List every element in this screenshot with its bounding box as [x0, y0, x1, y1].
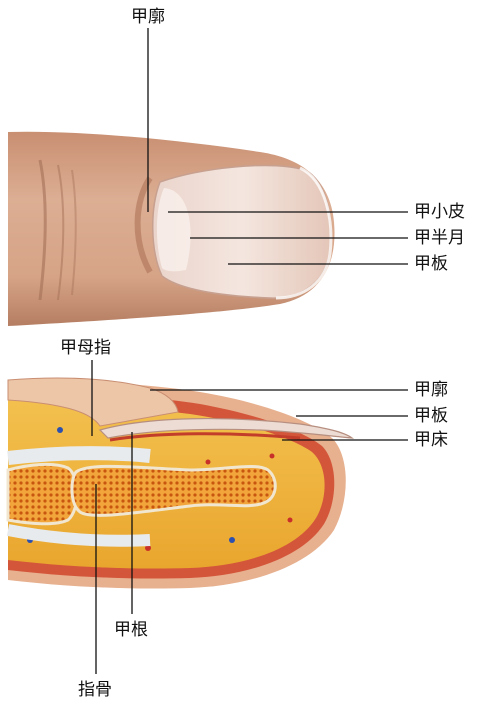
finger-top-view — [8, 132, 335, 326]
vessel — [229, 537, 235, 543]
vessel — [206, 460, 211, 465]
vessel — [270, 454, 275, 459]
middle-phalanx — [8, 464, 77, 523]
label-nail-plate-top: 甲板 — [414, 254, 448, 274]
label-nail-bed: 甲床 — [414, 430, 448, 450]
label-nail-wall-top: 甲廓 — [131, 7, 165, 27]
finger-section-view — [8, 378, 352, 588]
label-eponychium: 甲母指 — [60, 338, 111, 358]
label-cuticle: 甲小皮 — [414, 202, 465, 222]
tendon — [8, 453, 150, 458]
label-phalanx-bone: 指骨 — [78, 680, 112, 700]
label-nail-wall-section: 甲廓 — [414, 380, 448, 400]
label-nail-plate-section: 甲板 — [414, 406, 448, 426]
vessel — [57, 427, 63, 433]
label-nail-root: 甲根 — [114, 620, 148, 640]
label-lunula: 甲半月 — [414, 228, 465, 248]
vessel — [288, 518, 293, 523]
